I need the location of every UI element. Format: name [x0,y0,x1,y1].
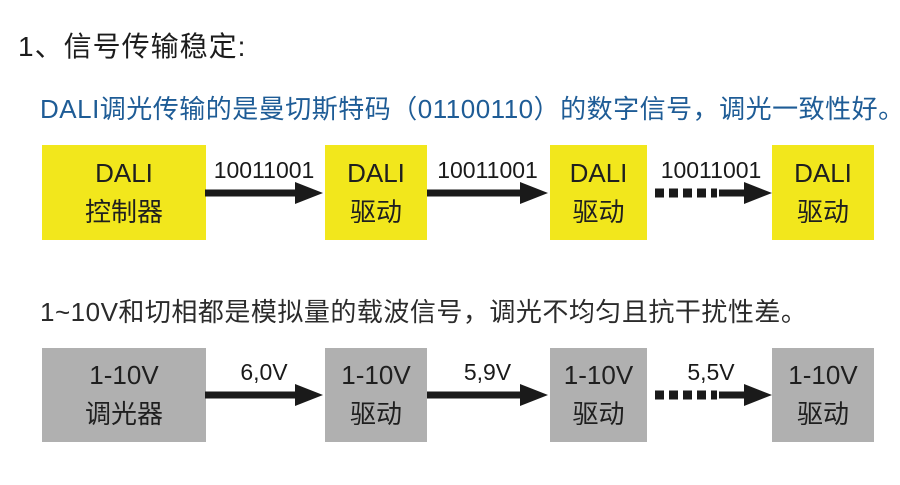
dali-signal-label-1: 10011001 [213,157,315,183]
dali-driver-box-1: DALI 驱动 [325,145,427,240]
dashed-arrow-right-icon [655,384,772,406]
box-label-line1: 1-10V [89,360,159,390]
box-label-line1: 1-10V [788,360,858,390]
dali-signal-label-3: 10011001 [660,157,762,183]
analog-signal-label-1: 6,0V [240,359,288,385]
box-label-line1: DALI [347,157,405,188]
box-label-line2: 驱动 [572,399,625,429]
box-label-line1: DALI [794,157,852,188]
page-title: 1、信号传输稳定: [18,31,247,62]
dali-subtitle: DALI调光传输的是曼切斯特码（01100110）的数字信号，调光一致性好。 [40,94,900,124]
box-label-line2: 控制器 [84,196,163,227]
analog-signal-label-2: 5,9V [463,359,512,385]
arrow-right-icon [427,384,548,406]
box-label-line2: 驱动 [349,196,402,227]
box-label-line1: DALI [95,157,153,188]
box-label-line2: 驱动 [572,196,625,227]
box-label-line2: 驱动 [349,399,402,429]
analog-driver-box-2: 1-10V 驱动 [550,348,647,442]
dali-driver-box-2: DALI 驱动 [550,145,647,240]
box-label-line1: DALI [569,157,628,188]
arrow-right-icon [205,384,323,406]
analog-driver-box-3: 1-10V 驱动 [772,348,874,442]
analog-subtitle: 1~10V和切相都是模拟量的载波信号，调光不均匀且抗干扰性差。 [40,297,808,327]
analog-signal-label-3: 5,5V [687,359,735,385]
box-label-line1: 1-10V [563,360,634,390]
box-label-line1: 1-10V [341,360,411,390]
arrow-right-icon [427,182,548,204]
dashed-arrow-right-icon [655,182,772,204]
dali-signal-label-2: 10011001 [437,157,538,183]
dali-controller-box: DALI 控制器 [42,145,206,240]
arrow-right-icon [205,182,323,204]
analog-dimmer-box: 1-10V 调光器 [42,348,206,442]
box-label-line2: 驱动 [796,196,849,227]
analog-driver-box-1: 1-10V 驱动 [325,348,427,442]
dali-driver-box-3: DALI 驱动 [772,145,874,240]
box-label-line2: 调光器 [84,399,163,429]
box-label-line2: 驱动 [796,399,849,429]
